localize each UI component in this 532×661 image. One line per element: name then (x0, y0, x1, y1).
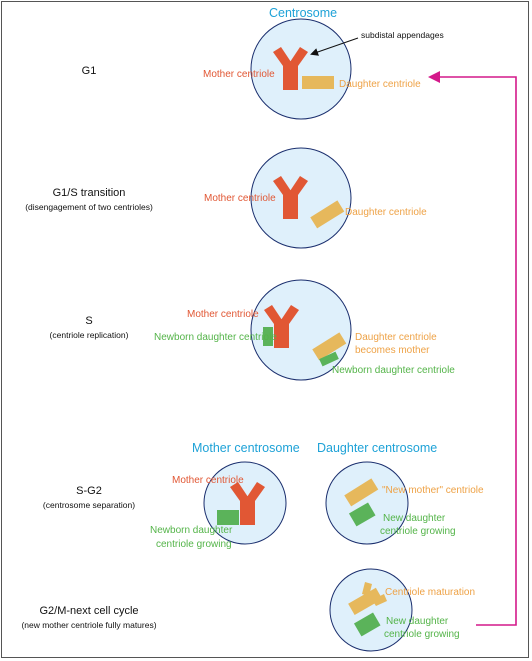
stage-s-detail: (centriole replication) (49, 330, 129, 340)
s-mother-label: Mother centriole (187, 309, 259, 320)
g1s-mother-label: Mother centriole (204, 193, 276, 204)
daughter-centriole-g1s (310, 200, 345, 229)
maturing-centriole-g2m (348, 582, 387, 616)
subdistal-appendages-label: subdistal appendages (361, 30, 444, 40)
g1-mother-label: Mother centriole (203, 69, 275, 80)
stage-g2m-name: G2/M-next cell cycle (39, 605, 139, 617)
sg2-newdaughter-label-line2: centriole growing (380, 526, 456, 537)
sg2-newborn-label-line2: centriole growing (156, 539, 232, 550)
new-daughter-centriole-g2m (353, 612, 381, 637)
subdistal-appendages-arrow (310, 37, 359, 56)
stage-g2m-detail: (new mother centriole fully matures) (21, 620, 157, 630)
cycle-return-arrow (428, 71, 517, 626)
stage-g1-name: G1 (81, 65, 97, 77)
new-mother-centriole-sg2 (344, 478, 379, 507)
mother-centriole-g1 (273, 47, 308, 90)
g1-daughter-label: Daughter centriole (339, 79, 421, 90)
stage-sg2-detail: (centrosome separation) (42, 500, 136, 510)
sg2-newmother-label: "New mother" centriole (382, 485, 484, 496)
s-newborn-label: Newborn daughter centriole (154, 332, 277, 343)
daughter-centriole-g1 (302, 76, 334, 89)
cell-g1 (250, 18, 352, 120)
daughter-centrosome-heading: Daughter centrosome (317, 441, 438, 455)
stage-g1s-name: G1/S transition (52, 187, 126, 199)
centrosome-heading: Centrosome (269, 6, 338, 20)
mother-centriole-sg2 (230, 482, 265, 525)
g1s-daughter-label: Daughter centriole (345, 207, 427, 218)
new-daughter-centriole-sg2 (348, 502, 376, 527)
stage-s-name: S (85, 315, 93, 327)
stage-g1s-detail: (disengagement of two centrioles) (25, 202, 153, 212)
cell-g1s (250, 147, 352, 249)
mother-centriole-s (264, 305, 299, 348)
s-daughter-label-line2: becomes mother (355, 345, 430, 356)
newborn-daughter-centriole-s (263, 327, 273, 346)
cell-sg2-daughter (325, 461, 409, 545)
g2m-newdaughter-label-line1: New daughter (386, 616, 449, 627)
sg2-newborn-label-line1: Newborn daughter (150, 525, 233, 536)
g2m-newdaughter-label-line2: centriole growing (384, 629, 460, 640)
g2m-maturation-label: Centriole maturation (385, 587, 476, 598)
cell-g2m (329, 568, 413, 652)
newborn-daughter-centriole-s2 (319, 351, 339, 367)
s-daughter-label-line1: Daughter centriole (355, 332, 437, 343)
mother-centrosome-heading: Mother centrosome (192, 441, 300, 455)
s-newborn2-label: Newborn daughter centriole (332, 365, 455, 376)
mother-centriole-g1s (273, 176, 308, 219)
sg2-mother-label: Mother centriole (172, 475, 244, 486)
daughter-centriole-s (312, 332, 347, 361)
sg2-newdaughter-label-line1: New daughter (383, 513, 446, 524)
newborn-daughter-centriole-sg2 (217, 510, 239, 525)
stage-sg2-name: S-G2 (76, 485, 102, 497)
